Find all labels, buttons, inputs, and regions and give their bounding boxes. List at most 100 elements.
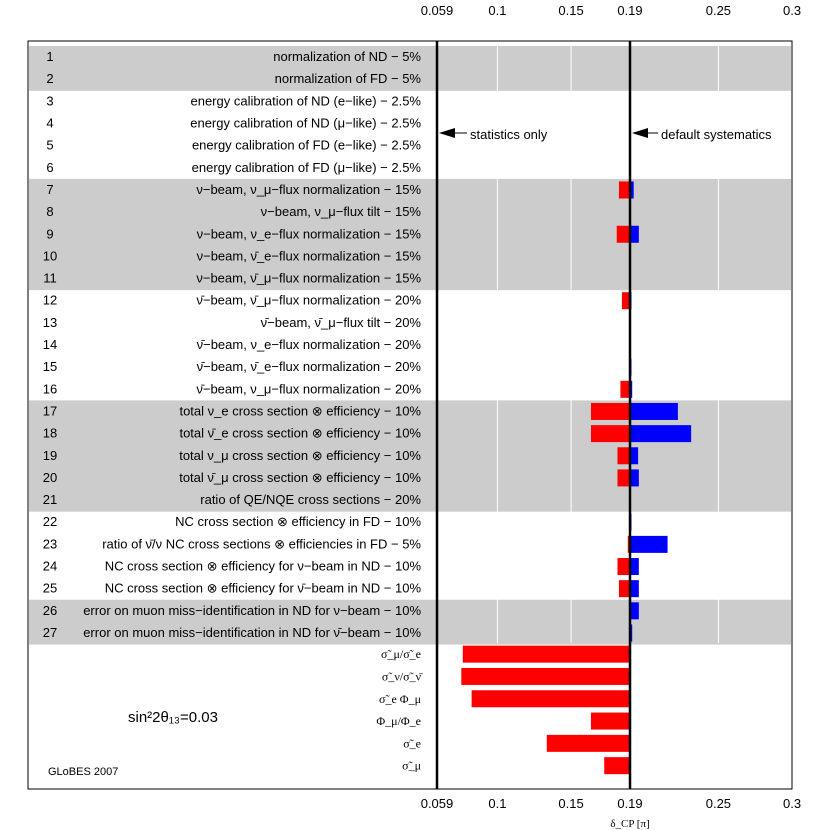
arrow-marker xyxy=(439,128,455,138)
row-number: 21 xyxy=(43,492,57,507)
row-number: 19 xyxy=(43,448,57,463)
red-bar xyxy=(590,425,630,443)
x-axis-label: δ_CP [π] xyxy=(610,818,649,830)
plot-frame xyxy=(27,40,793,790)
x-tick-label-bottom: 0.25 xyxy=(706,796,731,811)
row-number: 13 xyxy=(43,315,57,330)
blue-bar xyxy=(630,469,639,487)
row-number: 25 xyxy=(43,581,57,596)
red-bar xyxy=(471,690,630,708)
shaded-row-band xyxy=(29,201,791,224)
row-number: 23 xyxy=(43,536,57,551)
row-label: total ν_e cross section ⊗ efficiency − 1… xyxy=(179,403,421,418)
row-label: ν−beam, ν̄_e−flux normalization − 15% xyxy=(197,248,422,263)
row-label: NC cross section ⊗ efficiency in FD − 10… xyxy=(175,514,421,529)
row-number: 14 xyxy=(43,337,57,352)
shaded-row-band xyxy=(29,466,791,490)
row-number: 5 xyxy=(46,138,53,153)
ratio-label: Φ_μ/Φ_e xyxy=(376,714,421,728)
theta13-annotation: sin²2θ₁₃=0.03 xyxy=(128,709,218,726)
shaded-row-band xyxy=(29,245,791,268)
blue-bar xyxy=(630,425,692,443)
row-number: 16 xyxy=(43,381,57,396)
x-tick-label-bottom: 0.3 xyxy=(783,796,801,811)
shaded-row-band xyxy=(29,46,791,69)
bars-layer xyxy=(461,137,692,775)
row-number: 9 xyxy=(46,226,53,241)
x-tick-label-top: 0.15 xyxy=(558,3,583,18)
row-label: normalization of FD − 5% xyxy=(275,71,422,86)
row-label: ν−beam, ν̄_μ−flux normalization − 15% xyxy=(196,271,421,286)
red-bar xyxy=(461,667,630,685)
row-number: 22 xyxy=(43,514,57,529)
arrow-marker xyxy=(632,128,648,138)
x-tick-label-bottom: 0.059 xyxy=(421,796,454,811)
ratio-label: σ̃_μ/σ̃_e xyxy=(381,647,421,661)
red-bar xyxy=(617,558,630,576)
row-label: ν̄−beam, ν_e−flux normalization − 20% xyxy=(197,337,422,352)
row-label: ν̄−beam, ν_μ−flux normalization − 20% xyxy=(196,381,421,396)
ratio-label: σ̃_ν/σ̃_ν̄ xyxy=(382,669,423,683)
row-label: ν̄−beam, ν̄_e−flux normalization − 20% xyxy=(197,359,422,374)
row-number: 20 xyxy=(43,470,57,485)
row-label: ν̄−beam, ν̄_μ−flux normalization − 20% xyxy=(196,293,421,308)
x-tick-label-bottom: 0.1 xyxy=(488,796,506,811)
row-label: energy calibration of FD (μ−like) − 2.5% xyxy=(192,160,422,175)
x-tick-label-bottom: 0.15 xyxy=(558,796,583,811)
blue-bar xyxy=(630,447,639,465)
red-bar xyxy=(590,712,630,730)
row-label: energy calibration of ND (μ−like) − 2.5% xyxy=(190,116,421,131)
blue-bar xyxy=(630,558,639,576)
blue-bar xyxy=(630,181,634,199)
credit-text: GLoBES 2007 xyxy=(48,766,118,778)
row-label: energy calibration of FD (e−like) − 2.5% xyxy=(192,138,421,153)
red-bar xyxy=(604,757,630,775)
row-number: 2 xyxy=(46,71,53,86)
red-bar xyxy=(618,181,630,199)
row-label: energy calibration of ND (e−like) − 2.5% xyxy=(190,93,421,108)
shaded-row-band xyxy=(29,621,791,645)
x-tick-label-top: 0.3 xyxy=(783,3,801,18)
red-bar xyxy=(620,380,630,398)
row-number: 27 xyxy=(43,625,57,640)
row-label: ratio of QE/NQE cross sections − 20% xyxy=(200,492,421,507)
row-label: ν−beam, ν_μ−flux tilt − 15% xyxy=(261,204,422,219)
row-number: 17 xyxy=(43,403,57,418)
shaded-row-band xyxy=(29,223,791,246)
row-label: error on muon miss−identification in ND … xyxy=(83,603,421,618)
blue-bar xyxy=(630,225,639,243)
blue-bar xyxy=(630,580,639,598)
ratio-label: σ̃_μ xyxy=(402,759,421,773)
blue-bar xyxy=(630,535,668,553)
red-bar xyxy=(618,580,630,598)
row-label: ν̄−beam, ν̄_μ−flux tilt − 20% xyxy=(261,315,422,330)
x-tick-label-bottom: 0.19 xyxy=(617,796,642,811)
row-label: ν−beam, ν_e−flux normalization − 15% xyxy=(197,226,422,241)
row-label: ν−beam, ν_μ−flux normalization − 15% xyxy=(196,182,421,197)
row-number: 10 xyxy=(43,248,57,263)
ratio-label: σ̃_e Φ_μ xyxy=(379,692,421,706)
x-tick-label-top: 0.059 xyxy=(421,3,454,18)
row-number: 11 xyxy=(43,271,57,286)
x-tick-label-top: 0.1 xyxy=(488,3,506,18)
default-systematics-label: default systematics xyxy=(661,127,772,142)
reference-lines-layer xyxy=(435,41,658,789)
blue-bar xyxy=(630,402,678,420)
row-number: 4 xyxy=(46,116,53,131)
row-label: total ν_μ cross section ⊗ efficiency − 1… xyxy=(179,448,421,463)
shaded-row-band xyxy=(29,599,791,623)
tick-labels-layer: 0.0590.0590.10.10.150.150.190.190.250.25… xyxy=(421,3,801,811)
shaded-row-band xyxy=(29,267,791,291)
red-bar xyxy=(590,402,630,420)
red-bar xyxy=(621,292,630,310)
row-label: total ν̄_μ cross section ⊗ efficiency − … xyxy=(179,470,421,485)
red-bar xyxy=(617,447,630,465)
row-label: normalization of ND − 5% xyxy=(273,49,421,64)
row-number: 24 xyxy=(43,559,57,574)
row-number: 8 xyxy=(46,204,53,219)
row-label: ratio of ν̄/ν NC cross sections ⊗ effici… xyxy=(102,536,421,551)
x-tick-label-top: 0.25 xyxy=(706,3,731,18)
shaded-row-band xyxy=(29,489,791,512)
